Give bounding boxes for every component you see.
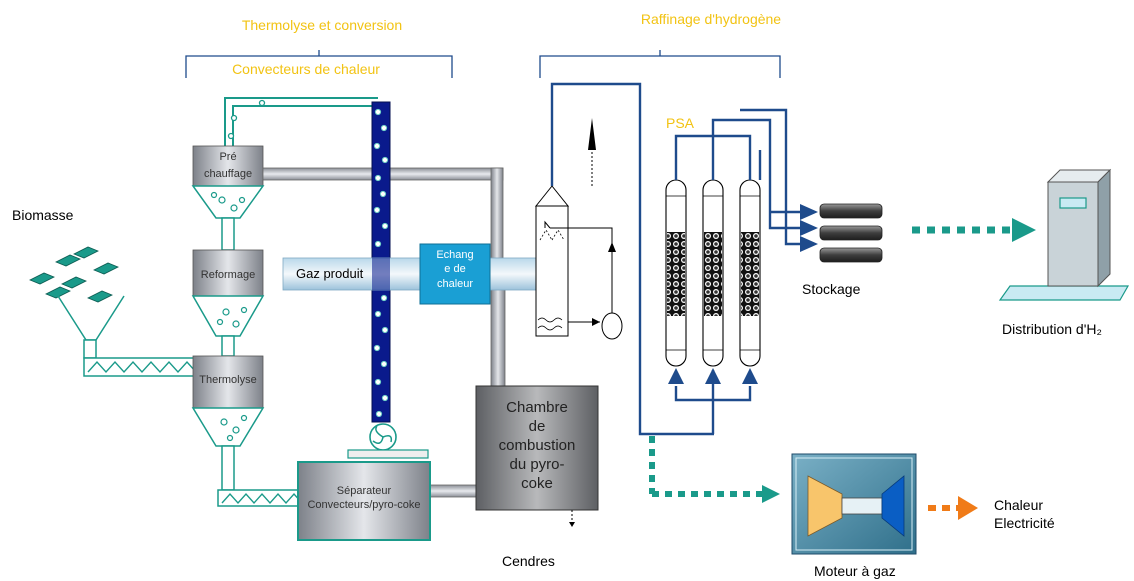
- combustion-chamber: Chambre de combustion du pyro- coke: [475, 385, 599, 511]
- feed-line: [550, 82, 714, 436]
- label-chambre-3: combustion: [499, 437, 576, 454]
- label-chaleur: Chaleur: [994, 497, 1043, 513]
- separator: Séparateur Convecteurs/pyro-coke: [297, 449, 431, 541]
- psa-inlet-arrows: [668, 368, 758, 384]
- distribution-station: [998, 168, 1130, 301]
- biomass-hopper: [57, 295, 125, 341]
- gas-product-pipe: Gaz produit: [282, 257, 556, 291]
- label-chambre-4: du pyro-: [509, 456, 564, 473]
- label-separateur-1: Séparateur: [337, 485, 392, 497]
- hopper-neck: [83, 339, 97, 359]
- convector-loop-top: [224, 97, 378, 146]
- separator-pipe: [429, 484, 479, 498]
- screw-conveyor-1: [83, 357, 197, 377]
- label-pre: Pré: [219, 151, 236, 163]
- bracket-thermolyse: [185, 50, 453, 78]
- psa-column-2: [702, 179, 724, 367]
- label-thermolyse: Thermolyse: [199, 374, 256, 386]
- storage-inlet-arrows: [800, 204, 818, 252]
- psa-column-3: [739, 179, 761, 367]
- section-thermolyse: Thermolyse et conversion Convecteurs de …: [185, 17, 453, 78]
- label-distribution: Distribution d'H₂: [1002, 321, 1102, 337]
- label-echangeur-2: e de: [444, 263, 465, 275]
- label-reformage: Reformage: [201, 269, 255, 281]
- gas-motor: [791, 453, 917, 555]
- neck-1: [221, 217, 235, 251]
- arrow-to-motor: [649, 436, 780, 503]
- psa-column-1: [665, 179, 687, 367]
- column-overlay: [372, 258, 390, 290]
- vessel-thermolyse: Thermolyse: [191, 355, 265, 447]
- label-biomasse: Biomasse: [12, 207, 74, 223]
- section-title-raffinage: Raffinage d'hydrogène: [641, 11, 781, 27]
- section-title-convecteurs: Convecteurs de chaleur: [232, 61, 380, 77]
- storage-tanks: [819, 203, 883, 263]
- label-cendres: Cendres: [502, 553, 555, 569]
- label-stockage: Stockage: [802, 281, 861, 297]
- psa-top-manifold: [674, 108, 800, 246]
- label-moteur: Moteur à gaz: [814, 563, 896, 579]
- label-chambre-2: de: [529, 418, 546, 435]
- screw-conveyor-2: [217, 489, 303, 507]
- neck-2: [221, 335, 235, 357]
- bracket-raffinage: [539, 50, 781, 78]
- psa-columns: [665, 179, 761, 367]
- vessel-reformage: Reformage: [191, 249, 265, 337]
- label-echangeur-3: chaleur: [437, 278, 473, 290]
- label-psa: PSA: [666, 115, 695, 131]
- section-title-thermolyse: Thermolyse et conversion: [242, 17, 402, 33]
- label-chambre-1: Chambre: [506, 399, 568, 416]
- biomass-pellets: [29, 246, 119, 303]
- label-chauffage: chauffage: [204, 168, 252, 180]
- label-chambre-5: coke: [521, 475, 553, 492]
- fan-icon: [369, 423, 397, 451]
- label-gaz-produit: Gaz produit: [296, 266, 364, 281]
- arrow-to-chaleur: [928, 496, 978, 520]
- section-raffinage: Raffinage d'hydrogène: [539, 11, 781, 78]
- label-echangeur-1: Echang: [436, 249, 473, 261]
- vessel-prechauffage: Pré chauffage: [191, 145, 265, 219]
- reactor: [534, 118, 623, 340]
- heat-exchanger: Echang e de chaleur: [419, 243, 491, 305]
- neck-3: [221, 445, 235, 491]
- label-separateur-2: Convecteurs/pyro-coke: [307, 499, 420, 511]
- ash-arrow: [569, 510, 575, 527]
- flue-pipe: [490, 283, 506, 391]
- arrow-to-distribution: [912, 218, 1036, 242]
- label-electricite: Electricité: [994, 515, 1055, 531]
